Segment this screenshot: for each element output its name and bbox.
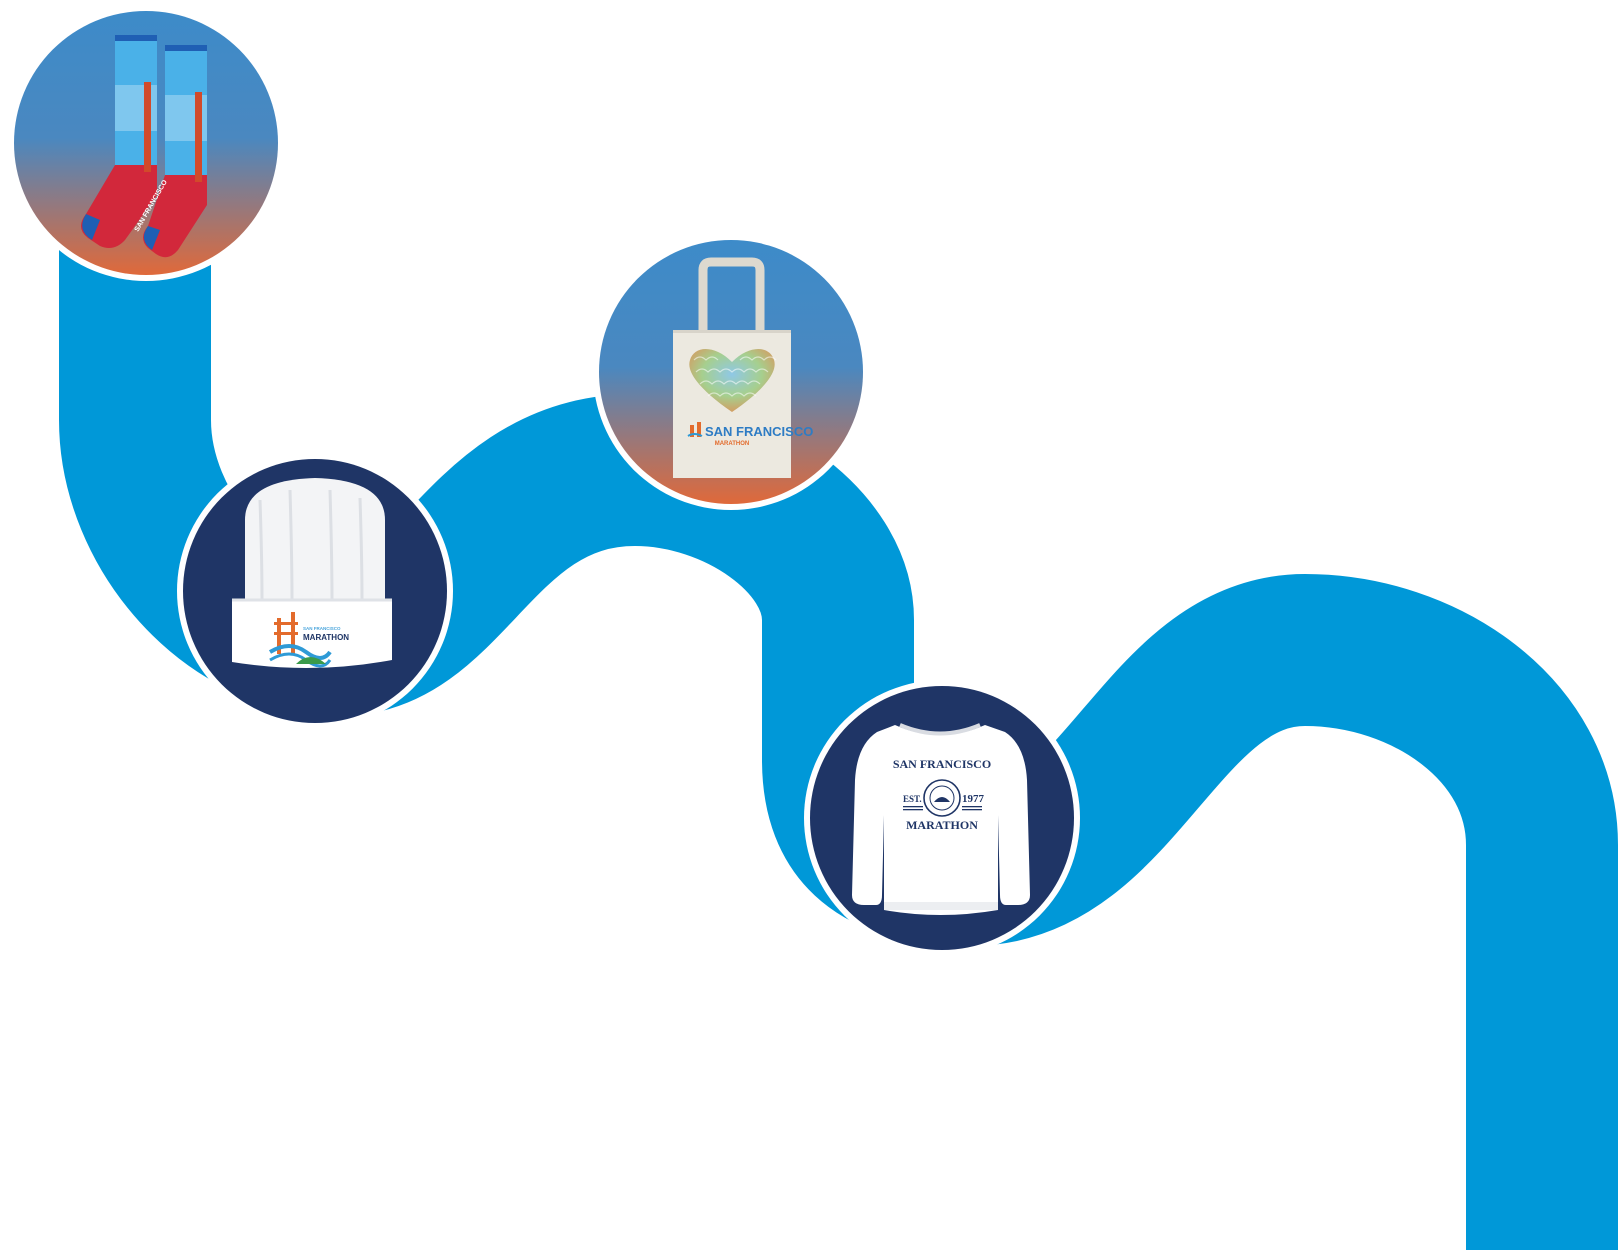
tote-badge: SAN FRANCISCO MARATHON <box>593 234 869 510</box>
sweatshirt-year: 1977 <box>962 793 985 805</box>
tote-sub: MARATHON <box>715 441 750 447</box>
beanie-print-top: SAN FRANCISCO <box>303 626 341 631</box>
beanie-badge: SAN FRANCISCO MARATHON <box>177 453 453 729</box>
tote-bag-icon: SAN FRANCISCO MARATHON <box>673 257 813 478</box>
sweatshirt-top: SAN FRANCISCO <box>893 757 991 771</box>
socks-badge: SAN FRANCISCO <box>8 5 284 281</box>
beanie-print-bottom: MARATHON <box>303 633 349 642</box>
sweatshirt-bottom: MARATHON <box>906 818 978 832</box>
sweatshirt-badge: SAN FRANCISCO EST. 1977 MARATHON <box>804 680 1080 956</box>
sweatshirt-est: EST. <box>903 794 922 804</box>
beanie-icon: SAN FRANCISCO MARATHON <box>232 478 392 669</box>
tote-brand: SAN FRANCISCO <box>705 424 813 439</box>
socks-icon: SAN FRANCISCO <box>80 35 207 258</box>
sweatshirt-icon: SAN FRANCISCO EST. 1977 MARATHON <box>852 723 1030 915</box>
